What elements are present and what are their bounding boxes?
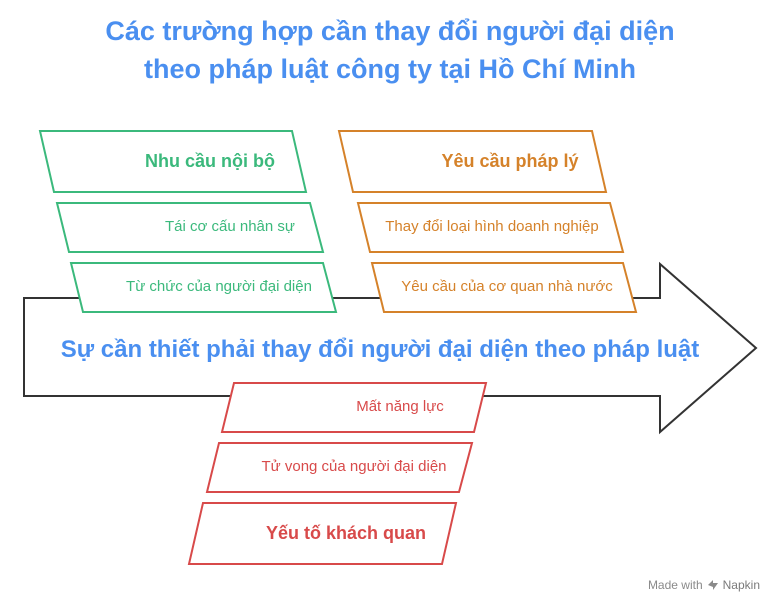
title-line-2: theo pháp luật công ty tại Hồ Chí Minh (144, 54, 636, 84)
diagram-title: Các trường hợp cần thay đổi người đại di… (0, 12, 780, 88)
objective-heading-box (187, 502, 458, 565)
legal-item-1-box (356, 202, 625, 253)
main-arrow-label: Sự cần thiết phải thay đổi người đại diệ… (60, 336, 700, 363)
legal-heading: Yêu cầu pháp lý (441, 151, 579, 171)
legal-item-1: Thay đổi loại hình doanh nghiệp (385, 218, 599, 235)
internal-heading-box (38, 130, 308, 193)
objective-item-1: Mất năng lực (356, 398, 444, 415)
internal-item-2-box (69, 262, 338, 313)
internal-item-1: Tái cơ cấu nhân sự (165, 218, 295, 235)
made-with-text: Made with (647, 578, 703, 592)
internal-item-1-box (55, 202, 325, 253)
napkin-brand-text: Napkin (722, 578, 760, 592)
internal-item-2: Từ chức của người đại diện (126, 278, 312, 295)
internal-heading: Nhu cầu nội bộ (145, 151, 275, 171)
legal-item-2: Yêu cầu của cơ quan nhà nước (401, 278, 613, 295)
objective-item-2-box (205, 442, 474, 493)
napkin-logo-icon (707, 580, 718, 590)
objective-item-2: Tử vong của người đại diện (261, 458, 447, 475)
objective-item-1-box (220, 382, 488, 433)
legal-heading-box (337, 130, 608, 193)
title-line-1: Các trường hợp cần thay đổi người đại di… (105, 16, 675, 46)
napkin-watermark: Made with Napkin (648, 578, 760, 592)
objective-heading: Yếu tố khách quan (265, 523, 427, 543)
legal-item-2-box (370, 262, 638, 313)
